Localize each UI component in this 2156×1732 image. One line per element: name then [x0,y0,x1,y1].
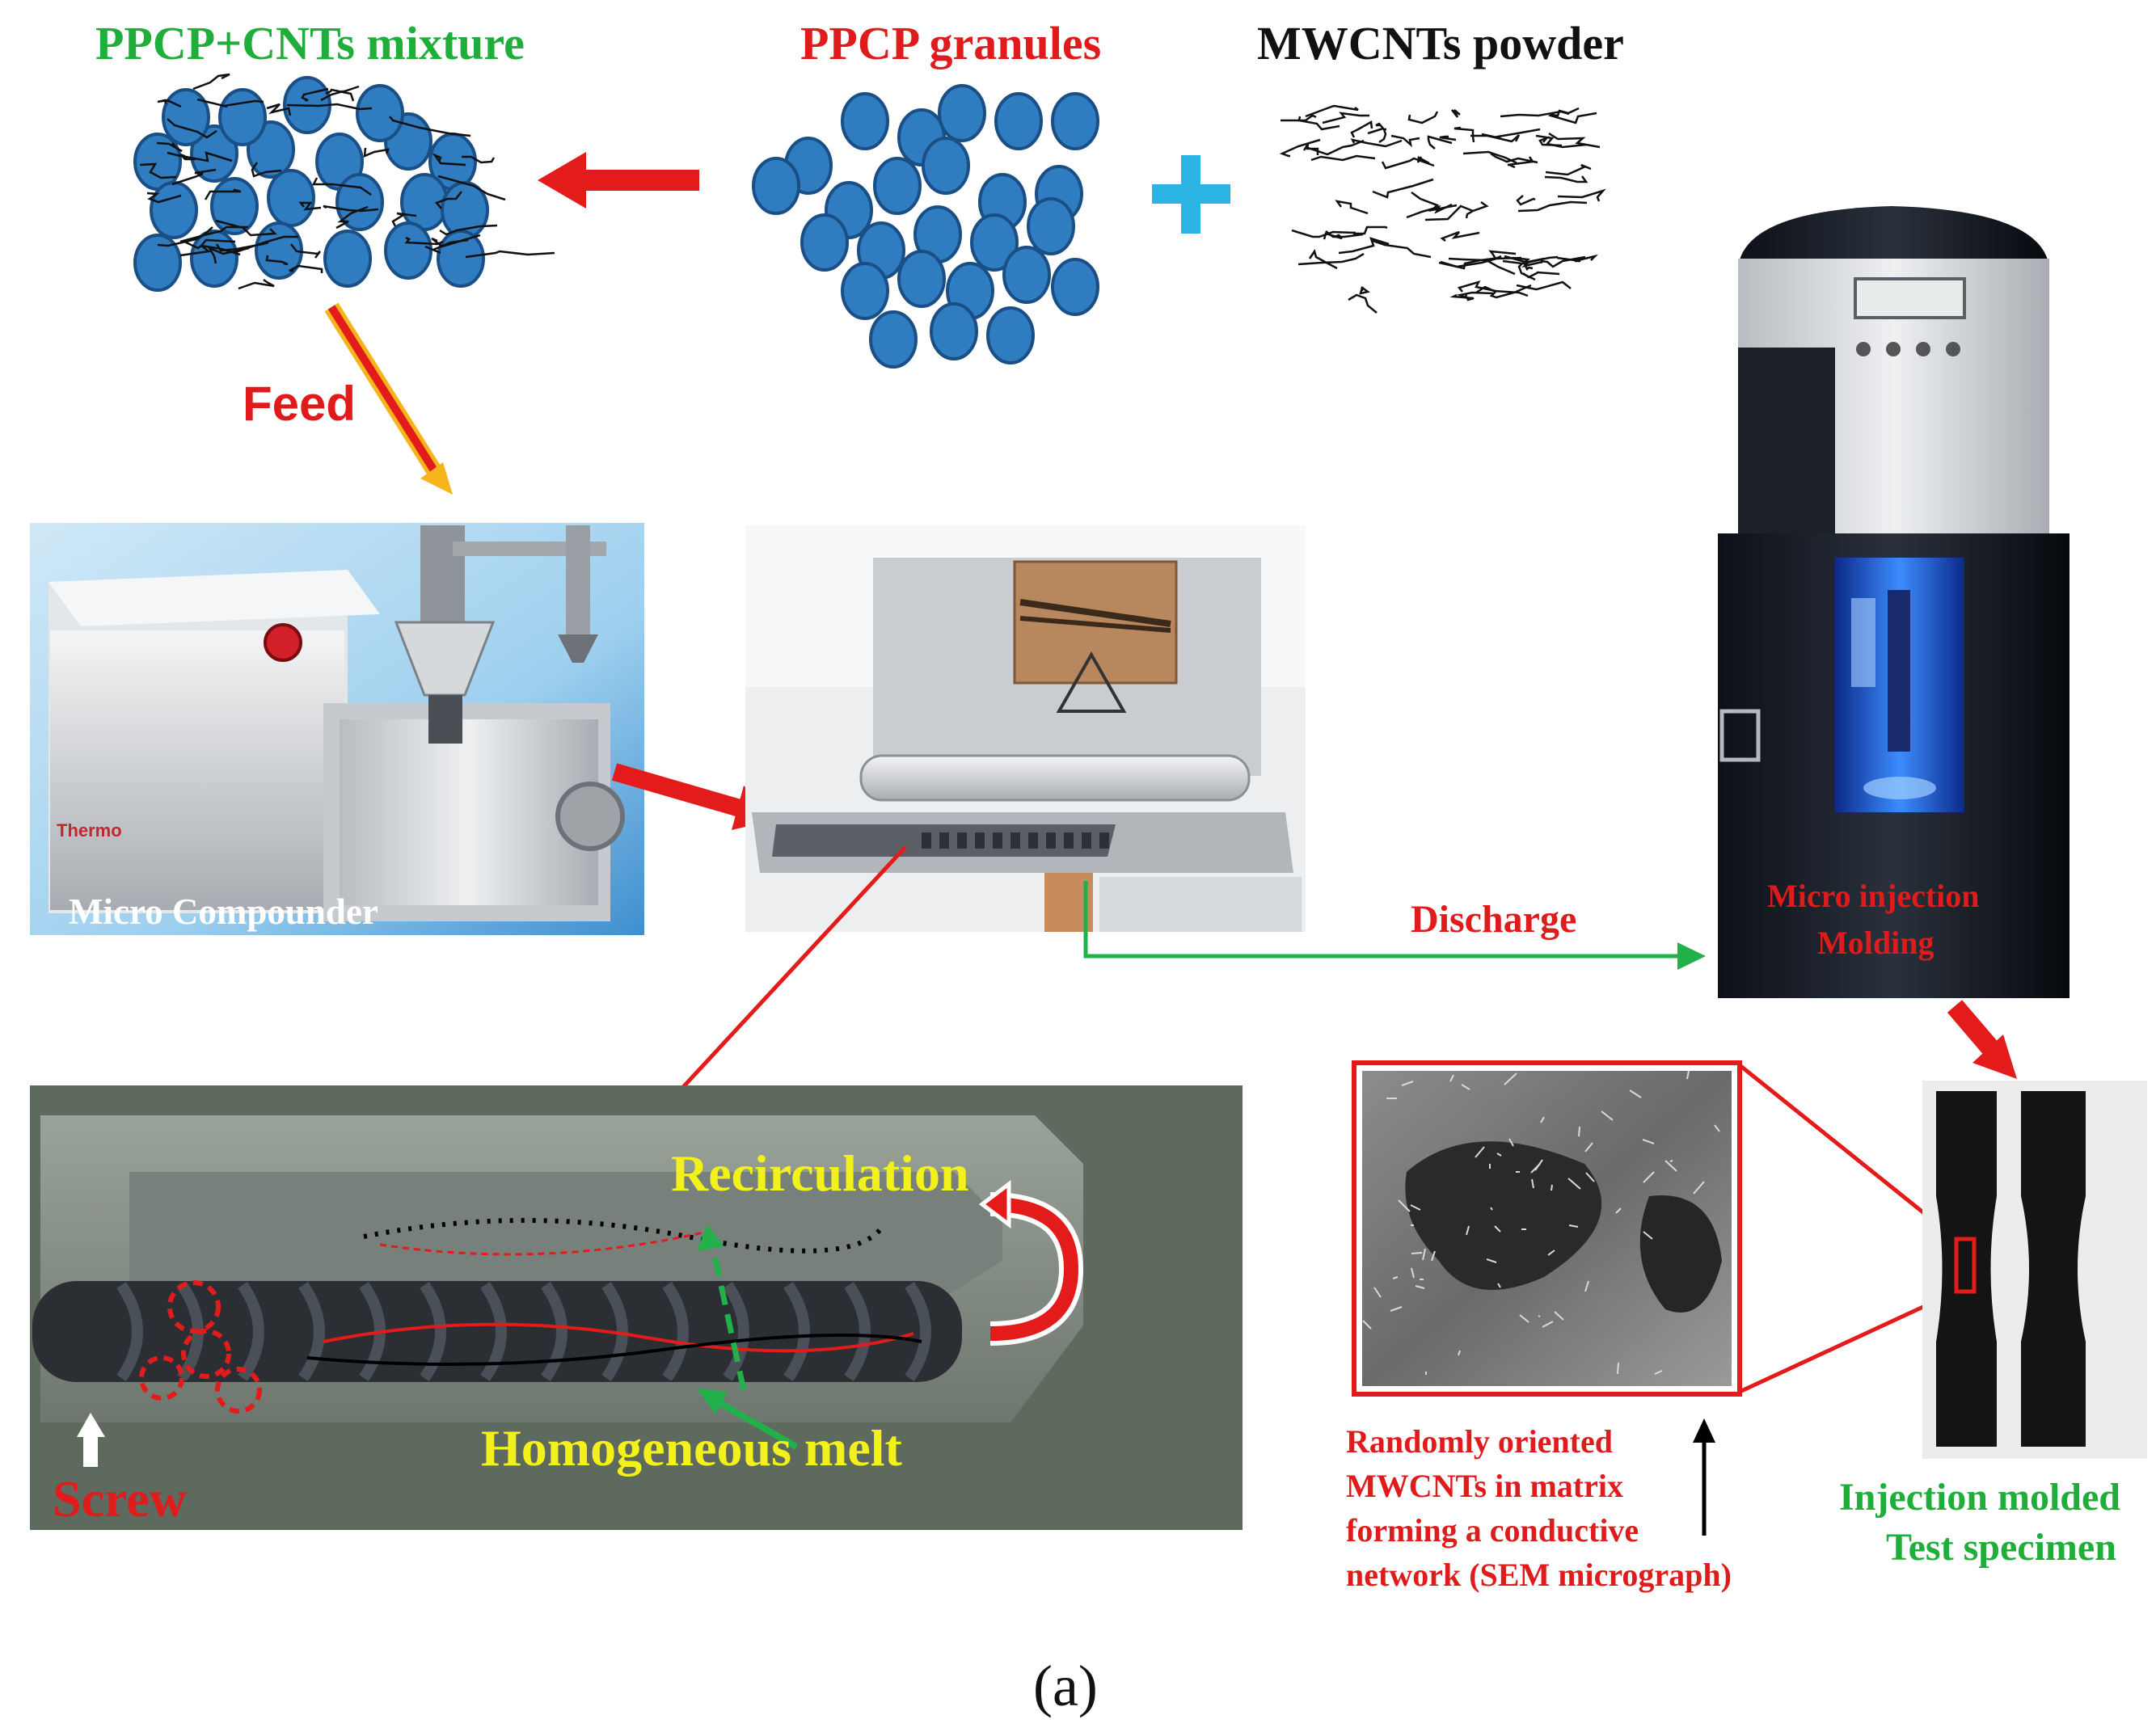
plus-icon [1152,155,1230,234]
mixture-granules [133,76,489,292]
granules-title: PPCP granules [800,17,1102,70]
micro-injection-machine-photo [1712,204,2074,1001]
discharge-label: Discharge [1411,898,1577,941]
mixture-cnt-lines [139,73,555,290]
sem-caption-2: MWCNTs in matrix [1346,1468,1623,1504]
sem-caption-3: forming a conductive [1346,1512,1639,1549]
recirculation-label: Recirculation [671,1144,969,1202]
specimen-caption-2: Test specimen [1886,1526,2116,1569]
up-arrow [1693,1418,1715,1536]
sem-caption-4: network (SEM micrograph) [1346,1557,1732,1593]
micro-injection-label-1: Micro injection [1767,878,1980,914]
mwcnts-powder-illustration [1279,104,1606,314]
ppcp-granules-illustration [752,84,1099,369]
powder-title: MWCNTs powder [1257,17,1624,70]
homogeneous-melt-label: Homogeneous melt [481,1419,902,1477]
zoom-lines [1738,1064,1958,1394]
panel-label: (a) [1033,1654,1098,1718]
screw-channel-photo [30,1085,1243,1530]
mixture-title: PPCP+CNTs mixture [95,17,525,70]
svg-text:Thermo: Thermo [57,820,122,841]
micro-compounder-label: Micro Compounder [69,891,378,932]
mixture-illustration [133,73,555,292]
micro-compounder-photo: Thermo [30,523,644,935]
open-compounder-photo [745,525,1306,932]
specimen-caption-1: Injection molded [1839,1476,2120,1519]
feed-arrow [324,302,453,495]
screw-label: Screw [53,1470,187,1528]
sem-caption-1: Randomly oriented [1346,1423,1613,1460]
test-specimens-photo [1922,1081,2147,1459]
sem-micrograph [1352,1060,1742,1397]
arrow-to-mixture [538,152,699,209]
feed-label: Feed [243,377,357,431]
micro-injection-label-2: Molding [1817,925,1934,961]
arrow-to-specimen [1947,1000,2017,1079]
discharge-arrow [1083,881,1706,970]
